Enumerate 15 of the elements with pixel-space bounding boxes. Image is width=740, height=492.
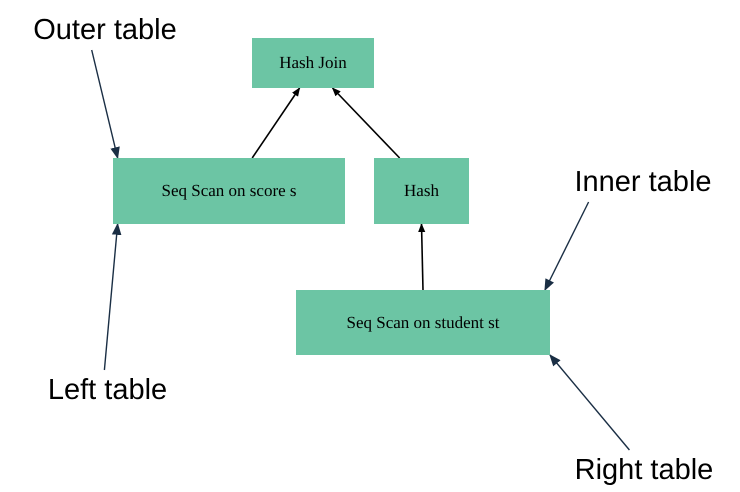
note-label: Inner table bbox=[558, 162, 728, 202]
leader-line bbox=[91, 50, 120, 160]
plan-node-box: Seq Scan on score s bbox=[113, 158, 345, 224]
leader-line bbox=[549, 354, 630, 450]
note-label: Left table bbox=[30, 370, 185, 410]
note-label: Outer table bbox=[10, 10, 200, 50]
leader-line bbox=[104, 222, 122, 370]
arrow bbox=[418, 223, 426, 290]
arrow bbox=[332, 87, 400, 159]
plan-node-box: Hash bbox=[374, 158, 469, 224]
arrow bbox=[252, 87, 300, 158]
note-label: Right table bbox=[553, 450, 735, 490]
plan-node-box: Seq Scan on student st bbox=[296, 290, 550, 355]
leader-line bbox=[544, 202, 590, 292]
plan-node-box: Hash Join bbox=[252, 38, 374, 88]
